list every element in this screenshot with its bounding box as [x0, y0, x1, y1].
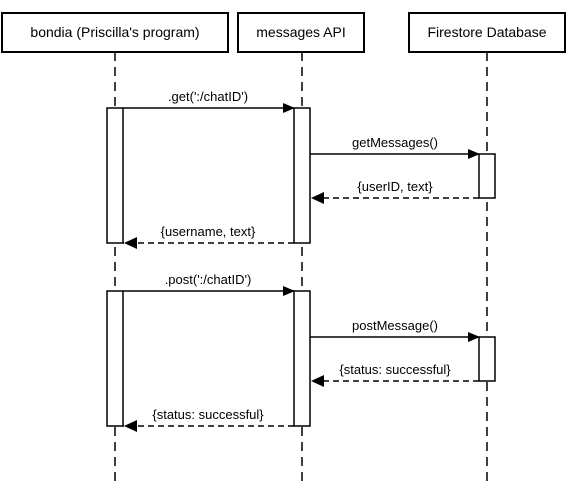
message-status-api-arrowhead — [124, 420, 137, 432]
message-status-firestore-arrowhead — [311, 375, 324, 387]
activation-bondia-get — [106, 107, 124, 244]
message-getmessages-label: getMessages() — [352, 135, 438, 150]
message-userid-text-label: {userID, text} — [357, 179, 433, 194]
activation-api-get — [293, 107, 311, 244]
message-post-label: .post(':/chatID') — [165, 272, 252, 287]
participant-messages-api-label: messages API — [256, 24, 346, 40]
activation-firestore-get — [478, 153, 496, 199]
message-postmessage-label: postMessage() — [352, 318, 438, 333]
participant-firestore-label: Firestore Database — [427, 24, 546, 40]
activation-api-post — [293, 290, 311, 427]
participant-firestore: Firestore Database — [408, 12, 566, 53]
message-userid-text-arrowhead — [311, 192, 324, 204]
message-status-firestore-label: {status: successful} — [339, 362, 451, 377]
participant-bondia-label: bondia (Priscilla's program) — [30, 24, 199, 40]
participant-messages-api: messages API — [237, 12, 365, 53]
message-status-api-label: {status: successful} — [152, 407, 264, 422]
message-username-text-label: {username, text} — [161, 224, 256, 239]
activation-firestore-post — [478, 336, 496, 382]
activation-bondia-post — [106, 290, 124, 427]
participant-bondia: bondia (Priscilla's program) — [1, 12, 229, 53]
message-username-text-arrowhead — [124, 237, 137, 249]
message-get-label: .get(':/chatID') — [168, 89, 248, 104]
